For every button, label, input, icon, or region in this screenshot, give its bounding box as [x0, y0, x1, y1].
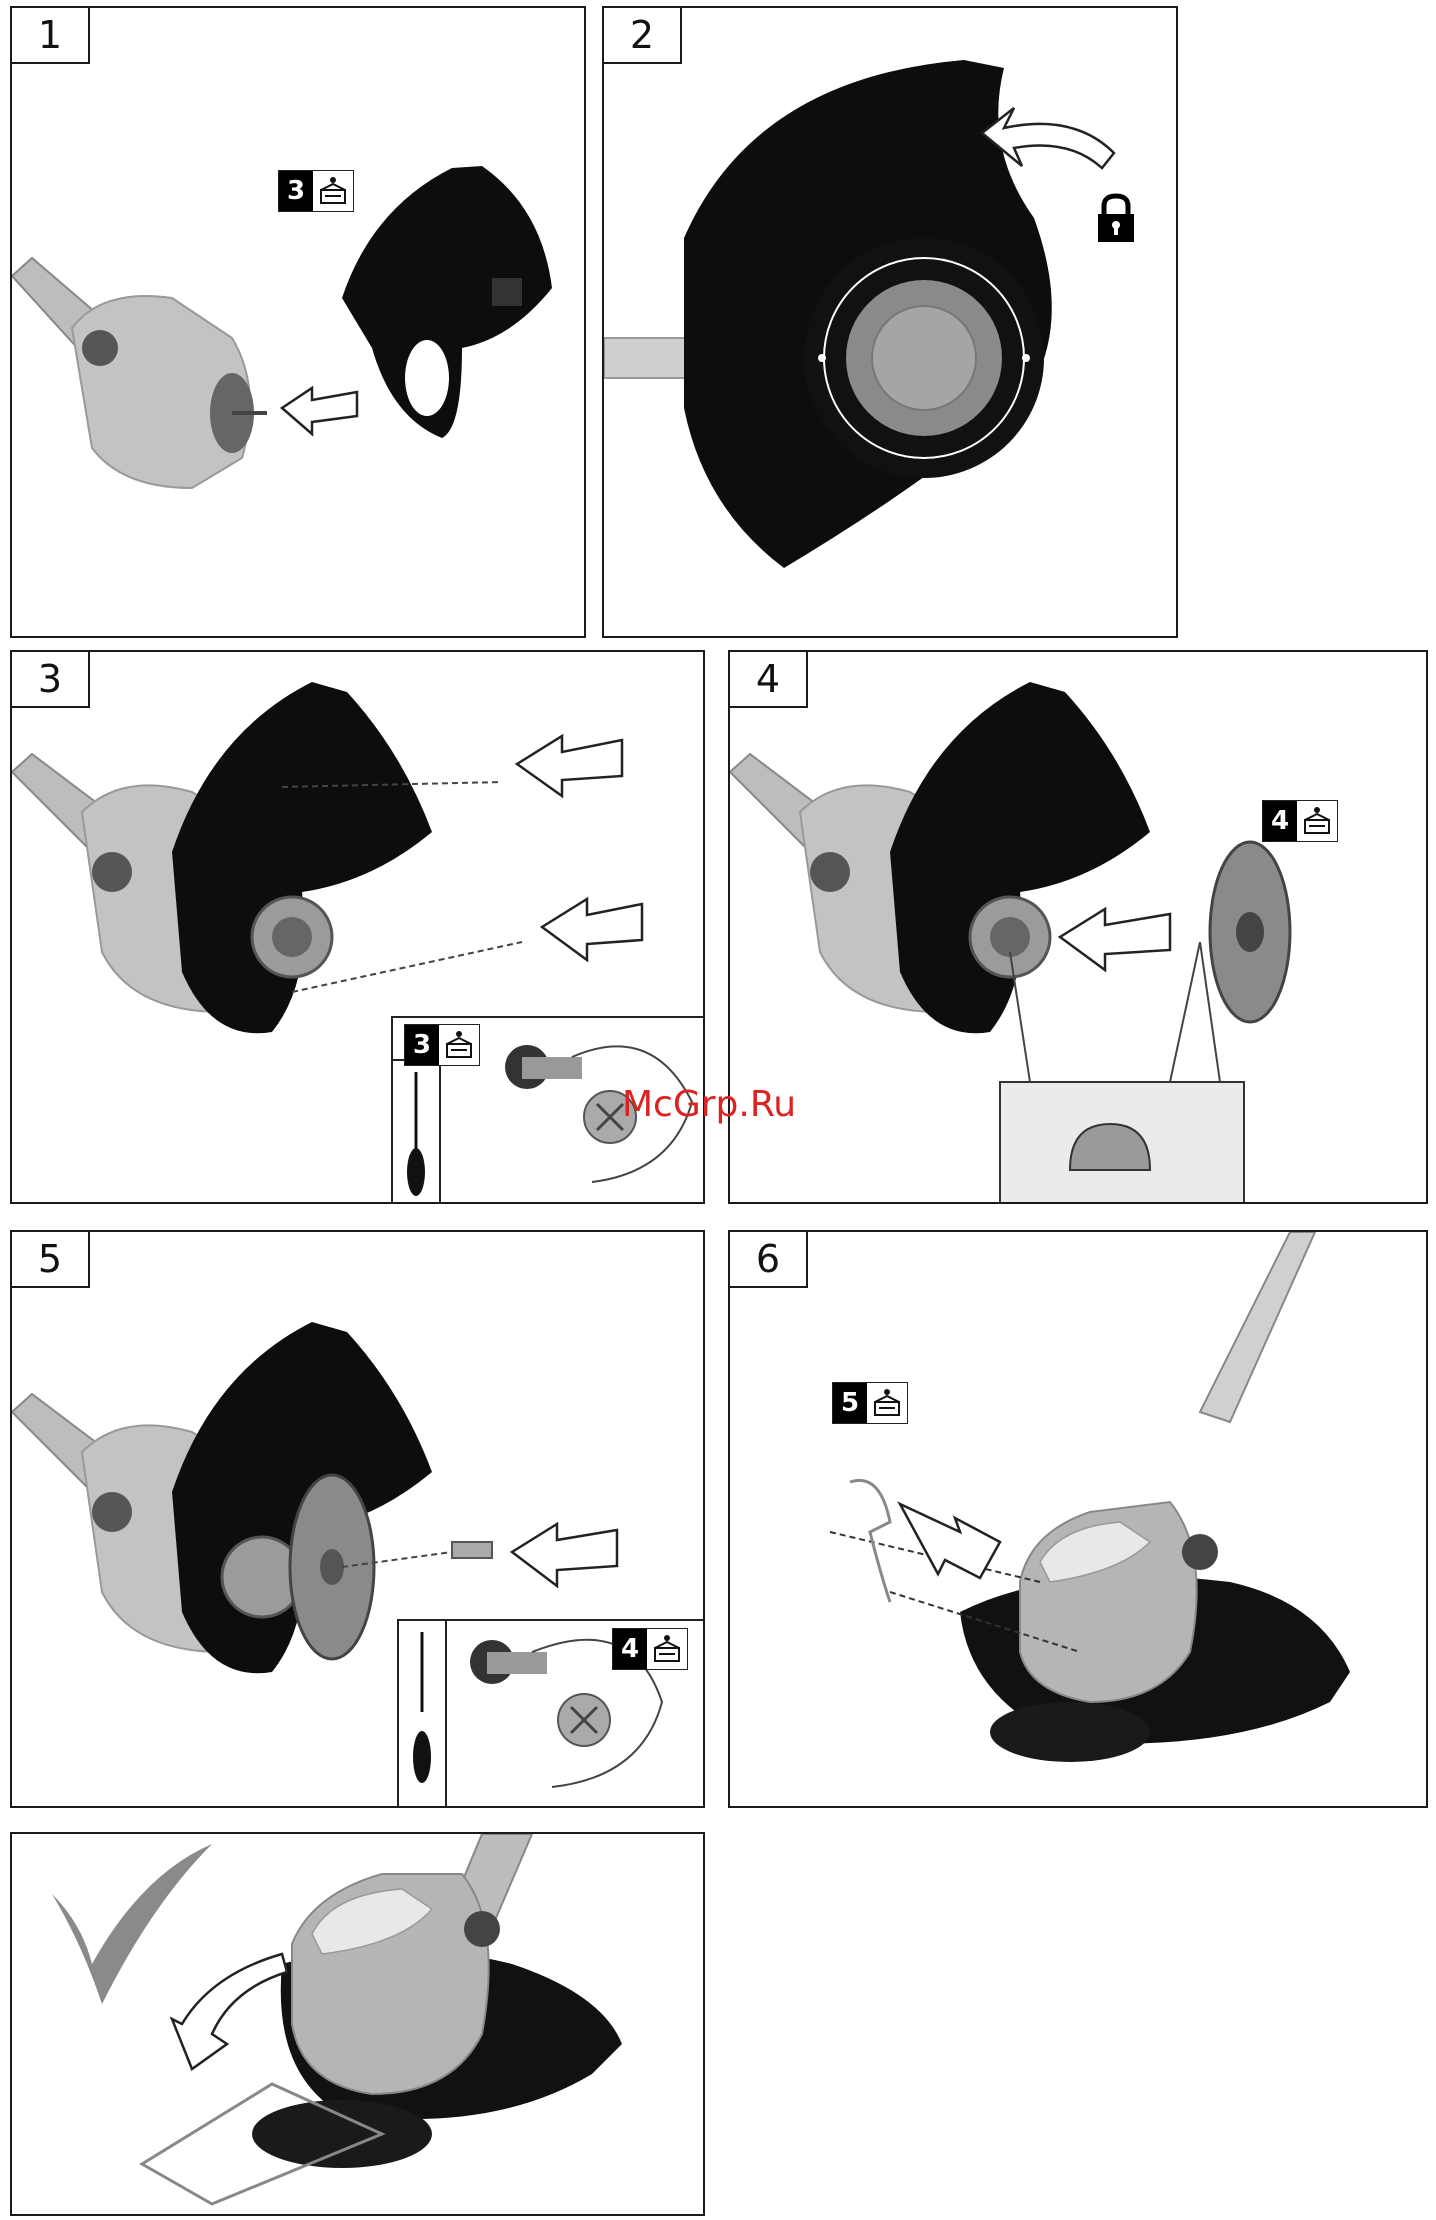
parts-badge: 5 — [832, 1382, 908, 1424]
parts-badge: 3 — [278, 170, 354, 212]
parts-box-icon — [439, 1025, 479, 1065]
step-6-illustration — [730, 1232, 1428, 1808]
step-number: 3 — [12, 652, 90, 708]
step-2-panel: 2 — [602, 6, 1178, 638]
step-4-illustration — [730, 652, 1428, 1204]
step-number: 2 — [604, 8, 682, 64]
parts-badge: 3 — [404, 1024, 480, 1066]
parts-badge: 4 — [1262, 800, 1338, 842]
step-4-panel: 4 4 — [728, 650, 1428, 1204]
step-2-illustration — [604, 8, 1178, 638]
step-5-illustration — [12, 1232, 705, 1808]
step-number: 4 — [730, 652, 808, 708]
watermark: McGrp.Ru — [622, 1084, 796, 1125]
step-1-panel: 1 3 — [10, 6, 586, 638]
step-number: 5 — [12, 1232, 90, 1288]
step-number: 1 — [12, 8, 90, 64]
parts-box-icon — [647, 1629, 687, 1669]
result-panel — [10, 1832, 705, 2216]
parts-box-icon — [313, 171, 353, 211]
result-illustration — [12, 1834, 705, 2216]
parts-badge: 4 — [612, 1628, 688, 1670]
step-6-panel: 6 5 — [728, 1230, 1428, 1808]
step-number: 6 — [730, 1232, 808, 1288]
step-1-illustration — [12, 8, 586, 638]
step-3-illustration — [12, 652, 705, 1204]
step-3-panel: 3 3 — [10, 650, 705, 1204]
check-icon — [52, 1844, 212, 2004]
lock-icon — [1094, 192, 1138, 244]
parts-box-icon — [1297, 801, 1337, 841]
parts-box-icon — [867, 1383, 907, 1423]
step-5-panel: 5 4 — [10, 1230, 705, 1808]
